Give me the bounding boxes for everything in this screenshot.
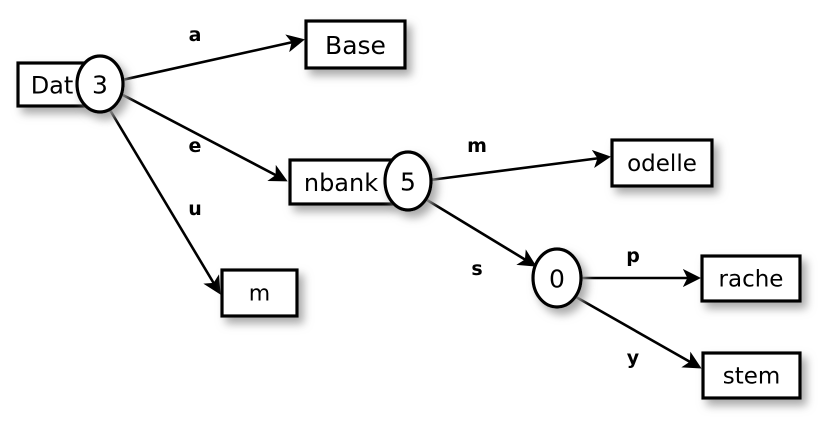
node-rect-stem: [701, 351, 802, 400]
node-label-base: Base: [325, 31, 386, 60]
node-label-odelle: odelle: [627, 151, 697, 177]
node-n5[interactable]: 5: [383, 150, 433, 212]
node-label-stem: stem: [723, 364, 781, 390]
node-rect-odelle: [610, 138, 714, 188]
edge-labels-group: a e u m s p y: [188, 24, 640, 369]
edge-a: [121, 34, 305, 82]
edge-y: [575, 295, 702, 369]
node-mbox[interactable]: m: [220, 268, 299, 318]
node-rect-mbox: [220, 268, 299, 318]
edge-label-p: p: [626, 245, 640, 267]
node-dat[interactable]: Dat: [16, 61, 88, 108]
node-rect-nbank: [288, 158, 394, 206]
edge-line: [575, 295, 702, 369]
edge-label-e: e: [189, 135, 202, 157]
node-label-nbank: nbank: [304, 169, 378, 197]
edge-label-m: m: [467, 135, 487, 157]
node-base[interactable]: Base: [304, 19, 407, 70]
node-ellipse-n0: [531, 247, 583, 309]
edge-line: [426, 198, 537, 267]
edge-line: [429, 149, 612, 182]
node-label-n5: 5: [400, 168, 416, 197]
edge-s: [426, 198, 537, 267]
node-label-dat: Dat: [31, 72, 74, 100]
node-rect-base: [304, 19, 407, 70]
node-stem[interactable]: stem: [701, 351, 802, 400]
edge-label-y: y: [627, 347, 640, 369]
edges-group: [108, 34, 702, 369]
edge-line: [120, 92, 288, 182]
node-odelle[interactable]: odelle: [610, 138, 714, 188]
edge-e: [120, 92, 288, 182]
node-ellipse-n3: [75, 54, 125, 114]
edge-m: [429, 149, 612, 182]
node-rache[interactable]: rache: [700, 254, 802, 303]
node-n0[interactable]: 0: [531, 247, 583, 309]
edge-u: [108, 109, 221, 295]
edge-label-u: u: [188, 198, 202, 220]
edge-label-s: s: [471, 258, 482, 280]
node-rect-dat: [16, 61, 88, 108]
node-label-n0: 0: [549, 265, 565, 294]
edge-label-a: a: [189, 24, 202, 46]
node-label-mbox: m: [249, 282, 270, 307]
node-label-rache: rache: [719, 267, 784, 293]
nodes-group: Dat 3 Base nbank 5 m odelle 0 rache stem: [16, 19, 802, 400]
edge-line: [108, 109, 221, 295]
node-rect-rache: [700, 254, 802, 303]
node-nbank[interactable]: nbank: [288, 158, 394, 206]
edge-line: [121, 34, 305, 82]
node-label-n3: 3: [92, 71, 108, 100]
node-ellipse-n5: [383, 150, 433, 212]
node-n3[interactable]: 3: [75, 54, 125, 114]
